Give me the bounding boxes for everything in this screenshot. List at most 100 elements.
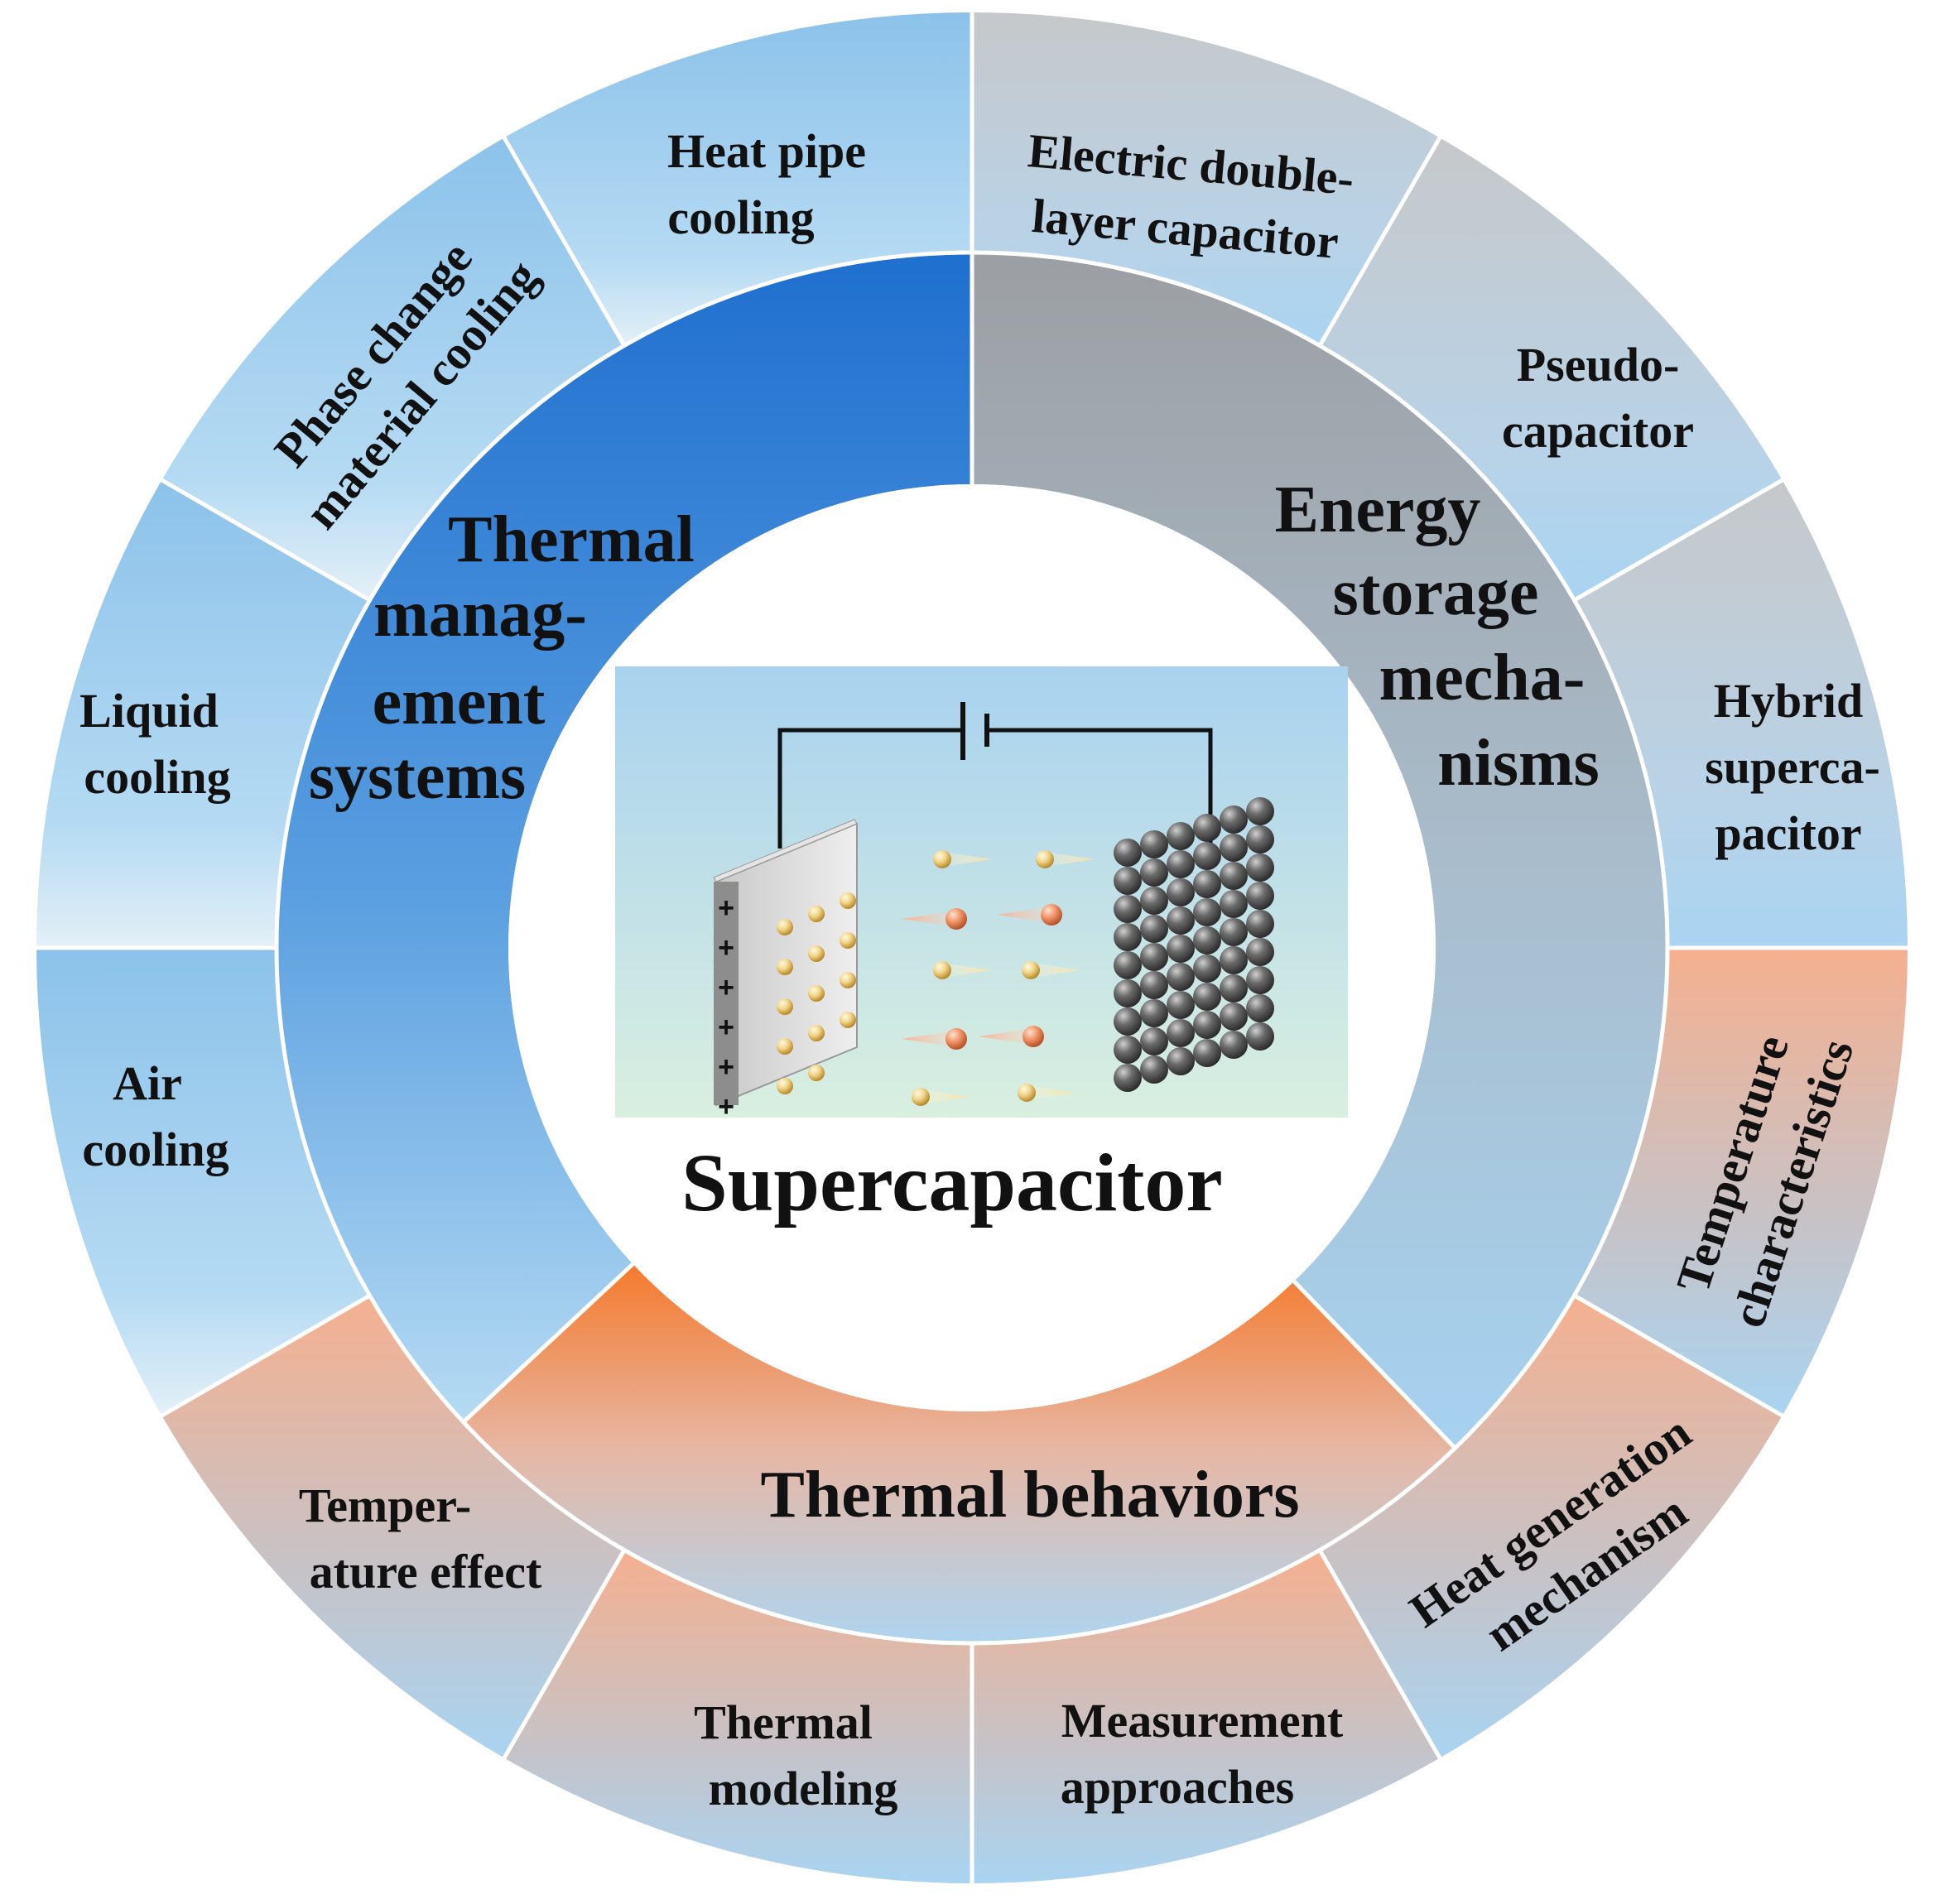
adsorbed-ion bbox=[777, 1038, 793, 1055]
inner-label-line: nisms bbox=[1437, 727, 1600, 800]
inner-divider bbox=[1292, 1280, 1457, 1450]
plate-adsorbed-ions bbox=[777, 892, 856, 1094]
inner-sector-energy-storage bbox=[972, 252, 1667, 1449]
circuit-wire-left bbox=[777, 728, 963, 849]
outer-divider bbox=[161, 478, 371, 603]
electrode-particle bbox=[1140, 830, 1168, 858]
electrode-particle bbox=[1220, 1002, 1248, 1031]
adsorbed-ion bbox=[840, 892, 856, 909]
electrode-particle bbox=[1167, 822, 1195, 850]
svg-text:Temper-: Temper- bbox=[299, 1478, 471, 1532]
cation bbox=[1018, 1084, 1036, 1102]
cation bbox=[933, 850, 951, 868]
electrode-particle bbox=[1140, 999, 1168, 1027]
electrode-particle bbox=[1246, 882, 1274, 910]
adsorbed-ion bbox=[840, 1012, 856, 1028]
segment-dividers bbox=[36, 12, 1908, 1883]
outer-divider bbox=[1573, 478, 1783, 603]
electrode-particle bbox=[1114, 923, 1142, 951]
anion bbox=[946, 908, 967, 930]
ion-trail bbox=[921, 1089, 970, 1104]
svg-text:approaches: approaches bbox=[1061, 1760, 1295, 1814]
plus-mark: + bbox=[718, 1051, 734, 1083]
electrode-particle bbox=[1220, 918, 1248, 946]
outer-sector-pseudo bbox=[1320, 137, 1783, 600]
anion bbox=[946, 1028, 967, 1050]
adsorbed-ion bbox=[777, 919, 793, 935]
svg-text:superca-: superca- bbox=[1705, 740, 1880, 794]
center-title: Supercapacitor bbox=[681, 1137, 1223, 1228]
electrode-particle bbox=[1167, 963, 1195, 991]
electrode-particle bbox=[1246, 938, 1274, 966]
electrode-particle bbox=[1167, 878, 1195, 906]
adsorbed-ion bbox=[840, 932, 856, 949]
outer-divider bbox=[502, 1549, 627, 1759]
svg-text:pacitor: pacitor bbox=[1715, 806, 1861, 860]
outer-label-measurement: Measurement approaches bbox=[1061, 1694, 1344, 1814]
outer-label-hybrid: Hybrid superca- pacitor bbox=[1705, 674, 1880, 860]
inner-sector-thermal-management bbox=[276, 252, 973, 1422]
electrode-particle bbox=[1193, 954, 1221, 983]
plus-mark: + bbox=[718, 892, 734, 924]
anion bbox=[1041, 904, 1062, 926]
inner-label-line: storage bbox=[1333, 556, 1539, 629]
electrode-particle bbox=[1140, 887, 1168, 915]
electrode-particle bbox=[1167, 850, 1195, 878]
adsorbed-ion bbox=[808, 1025, 825, 1041]
electrode-particle bbox=[1167, 1047, 1195, 1075]
ion-trail bbox=[979, 1028, 1033, 1045]
electrode-particle bbox=[1114, 867, 1142, 895]
svg-text:cooling: cooling bbox=[667, 190, 814, 244]
electrode-particle bbox=[1220, 805, 1248, 834]
svg-text:Air: Air bbox=[113, 1056, 182, 1110]
ion-trail bbox=[997, 906, 1051, 923]
inner-sector-thermal-behaviors bbox=[463, 1263, 1456, 1644]
svg-text:cooling: cooling bbox=[84, 750, 230, 804]
electrode-particle bbox=[1193, 842, 1221, 870]
inner-label-line: ement bbox=[373, 666, 546, 738]
electrode-particle bbox=[1140, 858, 1168, 887]
battery-symbol bbox=[960, 702, 989, 760]
electrode-particle bbox=[1246, 797, 1274, 825]
inner-ring bbox=[276, 252, 1667, 1644]
svg-text:capacitor: capacitor bbox=[1502, 404, 1694, 458]
outer-divider bbox=[502, 137, 627, 347]
svg-text:Heat pipe: Heat pipe bbox=[667, 124, 866, 178]
electrode-particle bbox=[1193, 898, 1221, 926]
electrode-particle bbox=[1114, 1007, 1142, 1036]
inner-label-line: Thermal behaviors bbox=[760, 1459, 1299, 1531]
electrode-particle bbox=[1246, 966, 1274, 994]
electrode-particle bbox=[1220, 974, 1248, 1002]
electrode-particle bbox=[1114, 1036, 1142, 1064]
electrode-particle bbox=[1220, 890, 1248, 918]
electrode-particle bbox=[1193, 1011, 1221, 1039]
cation bbox=[1036, 850, 1054, 868]
adsorbed-ion bbox=[808, 985, 825, 1002]
svg-text:ature effect: ature effect bbox=[310, 1545, 542, 1599]
svg-text:Hybrid: Hybrid bbox=[1714, 674, 1864, 728]
ion-trail bbox=[1045, 852, 1095, 867]
electrode-particle bbox=[1114, 839, 1142, 867]
outer-label-thermal-modeling: Thermal modeling bbox=[694, 1695, 897, 1815]
electrode-particle bbox=[1193, 926, 1221, 954]
svg-text:Thermal: Thermal bbox=[694, 1695, 873, 1749]
electrode-particle bbox=[1193, 1039, 1221, 1067]
electrode-particle bbox=[1140, 943, 1168, 971]
cation bbox=[933, 961, 951, 979]
electrode-particle bbox=[1193, 983, 1221, 1011]
electrode-particle bbox=[1246, 910, 1274, 938]
electrode-particle bbox=[1167, 935, 1195, 963]
outer-label-pseudo: Pseudo- capacitor bbox=[1502, 338, 1694, 458]
ion-trail bbox=[942, 963, 992, 978]
svg-text:Measurement: Measurement bbox=[1061, 1694, 1344, 1748]
adsorbed-ion bbox=[777, 1078, 793, 1094]
outer-divider bbox=[1317, 137, 1442, 347]
plus-mark: + bbox=[718, 972, 734, 1003]
electrode-particle bbox=[1140, 915, 1168, 943]
supercapacitor-illustration: ++++++ Supercapacitor bbox=[615, 666, 1348, 1228]
inner-label-line: Thermal bbox=[448, 503, 695, 576]
ring-boundary bbox=[274, 250, 1670, 1646]
plate-charge-marks: ++++++ bbox=[718, 892, 734, 1123]
adsorbed-ion bbox=[840, 972, 856, 988]
